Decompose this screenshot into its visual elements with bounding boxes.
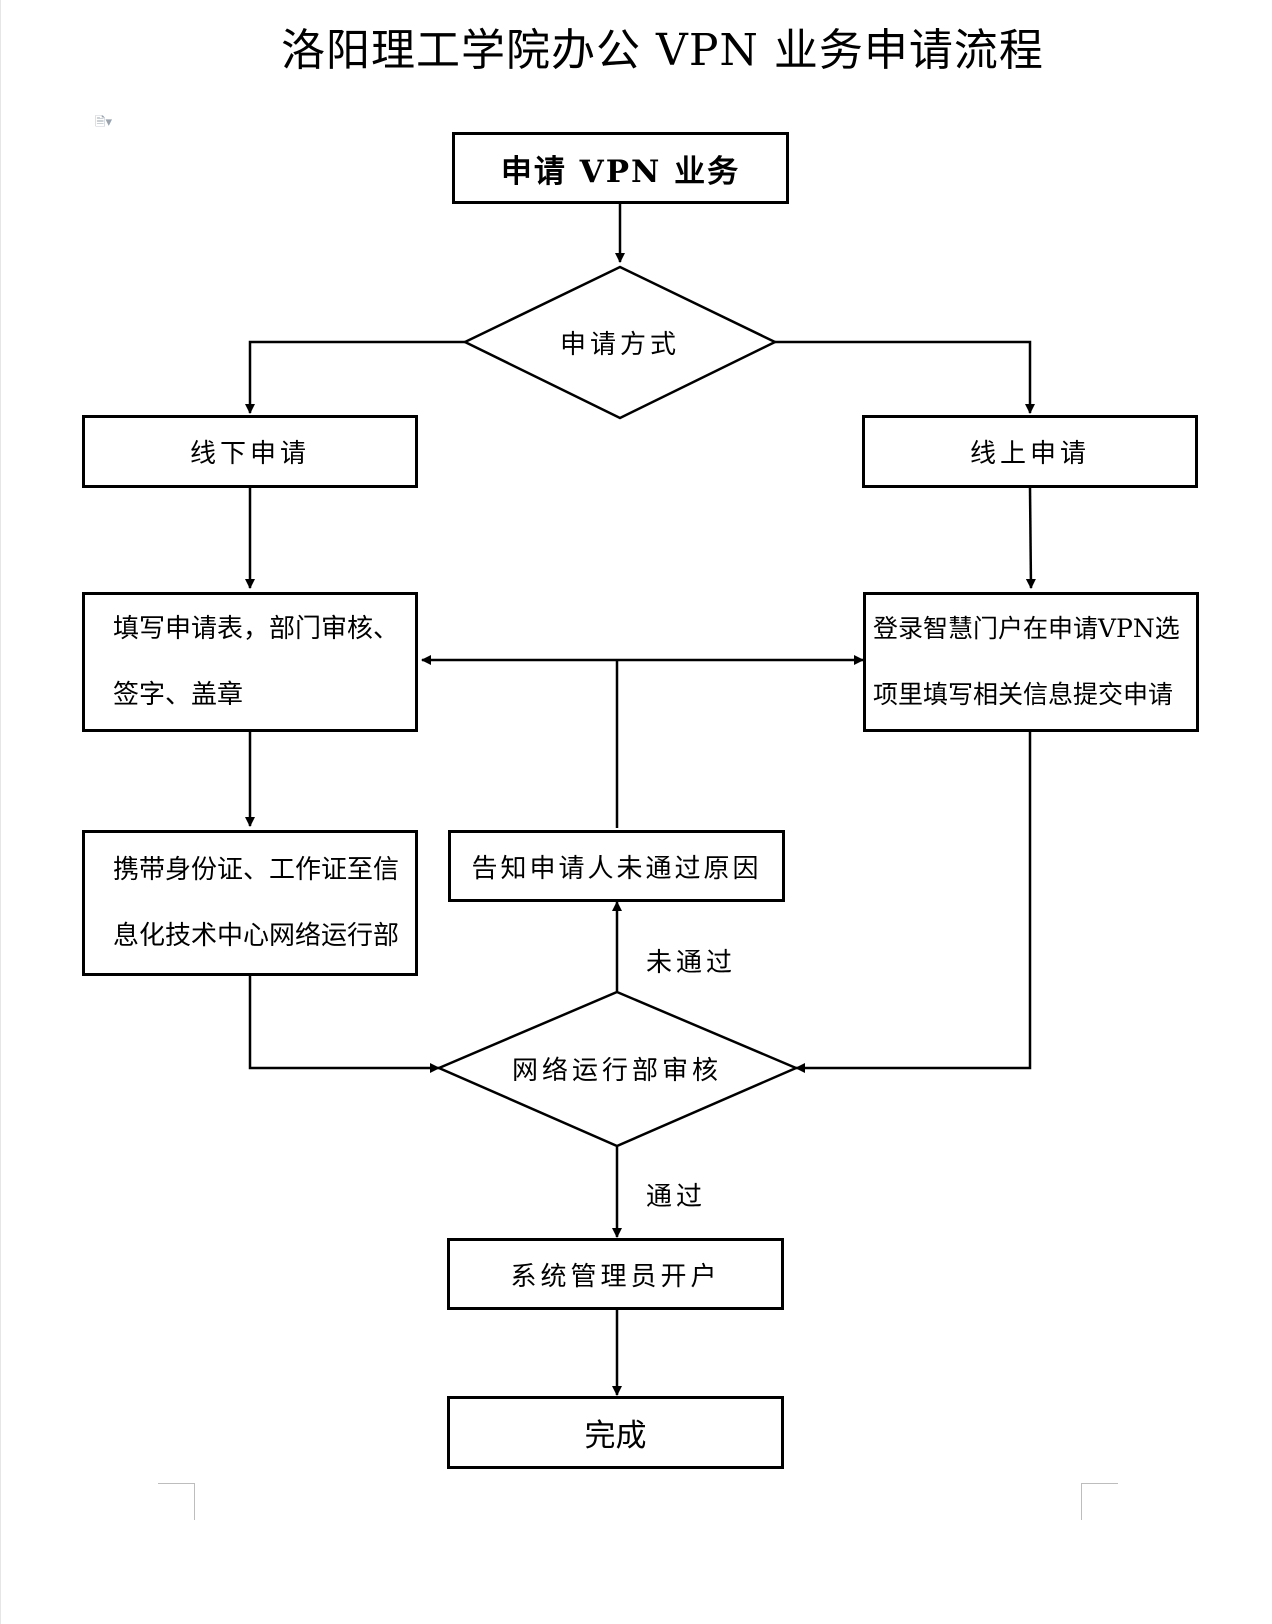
node-offline-fill: 填写申请表，部门审核、 签字、盖章 (82, 592, 418, 732)
edge-online-review (795, 732, 1032, 1073)
edge-label-pass: 通过 (646, 1182, 707, 1212)
page-title: 洛阳理工学院办公 VPN 业务申请流程 (281, 25, 1044, 76)
node-offline-label: 线下申请 (189, 439, 310, 469)
node-carry-documents: 携带身份证、工作证至信 息化技术中心网络运行部 (82, 830, 418, 976)
edge-method-online (775, 340, 1035, 414)
node-open-account-label: 系统管理员开户 (510, 1261, 721, 1292)
decision-method-label: 申请方式 (559, 330, 680, 360)
node-start-label: 申请 VPN 业务 (500, 153, 741, 190)
node-offline: 线下申请 (82, 415, 418, 488)
node-online-form-line1: 登录智慧门户在申请VPN选 (873, 614, 1180, 643)
edge-method-offline (245, 340, 465, 414)
node-open-account: 系统管理员开户 (447, 1238, 784, 1310)
node-notify: 告知申请人未通过原因 (448, 830, 785, 902)
edge-carry-review (248, 975, 440, 1073)
document-icon: 🗎▾ (95, 115, 112, 130)
node-carry-line2: 息化技术中心网络运行部 (113, 921, 400, 951)
edge-online-form (1025, 487, 1036, 589)
page-edge (0, 0, 1, 1624)
node-done: 完成 (447, 1396, 784, 1469)
node-done-label: 完成 (584, 1418, 647, 1454)
crop-mark-right (1081, 1483, 1118, 1520)
node-online: 线上申请 (862, 415, 1198, 488)
edge-label-fail: 未通过 (646, 948, 737, 978)
node-carry-line1: 携带身份证、工作证至信 (113, 855, 400, 885)
node-offline-fill-line2: 签字、盖章 (113, 680, 244, 710)
node-online-form: 登录智慧门户在申请VPN选 项里填写相关信息提交申请 (863, 592, 1199, 732)
node-offline-fill-line1: 填写申请表，部门审核、 (113, 614, 400, 644)
node-online-label: 线上申请 (969, 439, 1090, 469)
node-start: 申请 VPN 业务 (452, 132, 789, 204)
decision-review-label: 网络运行部审核 (511, 1056, 722, 1086)
node-notify-label: 告知申请人未通过原因 (471, 853, 762, 884)
decision-review-shape (435, 990, 800, 1148)
decision-method-shape (462, 265, 778, 420)
crop-mark-left (158, 1483, 195, 1520)
node-online-form-line2: 项里填写相关信息提交申请 (873, 680, 1174, 709)
